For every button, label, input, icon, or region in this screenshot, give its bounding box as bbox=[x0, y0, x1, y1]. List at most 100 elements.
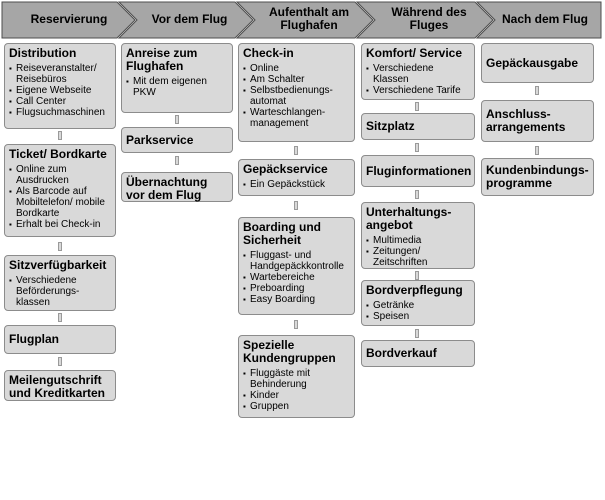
connector bbox=[175, 115, 179, 124]
list-item: Call Center bbox=[9, 96, 111, 107]
card-fluginformationen: Fluginformationen bbox=[361, 155, 475, 187]
phase-chevron-vor-dem-flug bbox=[117, 1, 254, 39]
phase-chevron-nach-dem-flug bbox=[475, 1, 602, 39]
card-title: Sitzverfügbarkeit bbox=[9, 258, 107, 272]
list-item: Verschiedene Tarife bbox=[366, 85, 470, 96]
card-check-in: Check-in Online Am Schalter Selbstbedien… bbox=[238, 43, 355, 142]
card-title: Spezielle Kundengruppen bbox=[243, 338, 336, 365]
card-sitzplatz: Sitzplatz bbox=[361, 113, 475, 140]
connector bbox=[175, 156, 179, 165]
list-item: Getränke bbox=[366, 300, 470, 311]
card-list: Ein Gepäckstück bbox=[243, 179, 350, 190]
card-title: Distribution bbox=[9, 46, 77, 60]
card-meilengutschrift: Meilengutschrift und Kreditkarten bbox=[4, 370, 116, 401]
card-parkservice: Parkservice bbox=[121, 127, 233, 153]
phase-label-reservierung: Reservierung bbox=[30, 11, 108, 26]
card-ticket-bordkarte: Ticket/ Bordkarte Online zum Ausdrucken … bbox=[4, 144, 116, 237]
card-spezielle-kundengruppen: Spezielle Kundengruppen Fluggäste mit Be… bbox=[238, 335, 355, 418]
list-item: Als Barcode auf Mobiltelefon/ mobile Bor… bbox=[9, 186, 111, 219]
card-gepaeckservice: Gepäckservice Ein Gepäckstück bbox=[238, 159, 355, 196]
card-title: Parkservice bbox=[126, 132, 194, 147]
connector bbox=[58, 131, 62, 140]
connector bbox=[415, 329, 419, 338]
card-anreise: Anreise zum Flughafen Mit dem eigenen PK… bbox=[121, 43, 233, 113]
list-item: Verschiedene Klassen bbox=[366, 63, 470, 85]
card-boarding-sicherheit: Boarding und Sicherheit Fluggast- und Ha… bbox=[238, 217, 355, 315]
connector bbox=[415, 271, 419, 280]
list-item: Online bbox=[243, 63, 350, 74]
list-item: Fluggäste mit Behinderung bbox=[243, 368, 350, 390]
connector bbox=[58, 313, 62, 322]
card-list: Multimedia Zeitungen/ Zeitschriften bbox=[366, 235, 470, 268]
card-list: Mit dem eigenen PKW bbox=[126, 76, 228, 98]
card-title: Kundenbindungs-programme bbox=[486, 163, 589, 190]
card-list: Getränke Speisen bbox=[366, 300, 470, 322]
card-unterhaltungsangebot: Unterhaltungs-angebot Multimedia Zeitung… bbox=[361, 202, 475, 269]
card-title: Anschluss-arrangements bbox=[486, 107, 566, 134]
connector bbox=[58, 242, 62, 251]
list-item: Erhalt bei Check-in bbox=[9, 219, 111, 230]
phase-chevron-waehrend bbox=[355, 1, 494, 39]
list-item: Easy Boarding bbox=[243, 294, 350, 305]
card-title: Bordverkauf bbox=[366, 346, 437, 360]
card-list: Online Am Schalter Selbstbedienungs-auto… bbox=[243, 63, 350, 129]
list-item: Zeitungen/ Zeitschriften bbox=[366, 246, 470, 268]
list-item: Kinder bbox=[243, 390, 350, 401]
card-title: Flugplan bbox=[9, 332, 59, 346]
card-title: Ticket/ Bordkarte bbox=[9, 147, 107, 161]
card-title: Meilengutschrift und Kreditkarten bbox=[9, 373, 106, 400]
card-title: Anreise zum Flughafen bbox=[126, 46, 198, 73]
connector bbox=[294, 146, 298, 155]
card-flugplan: Flugplan bbox=[4, 325, 116, 354]
connector bbox=[415, 102, 419, 111]
phase-chevrons bbox=[1, 1, 602, 39]
card-list: Fluggast- und Handgepäckkontrolle Warteb… bbox=[243, 250, 350, 305]
card-list: Verschiedene Beförderungs-klassen bbox=[9, 275, 111, 308]
phase-label-nach-dem-flug: Nach dem Flug bbox=[501, 11, 588, 26]
card-title: Gepäckservice bbox=[243, 162, 328, 176]
card-sitzverfuegbarkeit: Sitzverfügbarkeit Verschiedene Beförderu… bbox=[4, 255, 116, 311]
card-bordverpflegung: Bordverpflegung Getränke Speisen bbox=[361, 280, 475, 326]
list-item: Reiseveranstalter/ Reisebüros bbox=[9, 63, 111, 85]
connector bbox=[58, 357, 62, 366]
connector bbox=[294, 201, 298, 210]
list-item: Gruppen bbox=[243, 401, 350, 412]
list-item: Am Schalter bbox=[243, 74, 350, 85]
card-bordverkauf: Bordverkauf bbox=[361, 340, 475, 367]
list-item: Wartebereiche bbox=[243, 272, 350, 283]
list-item: Mit dem eigenen PKW bbox=[126, 76, 228, 98]
connector bbox=[415, 143, 419, 152]
list-item: Preboarding bbox=[243, 283, 350, 294]
connector bbox=[535, 146, 539, 155]
connector bbox=[294, 320, 298, 329]
phase-label-waehrend: Während des Fluges bbox=[391, 5, 467, 32]
list-item: Warteschlangen-management bbox=[243, 107, 350, 129]
card-title: Übernachtung vor dem Flug bbox=[126, 175, 208, 202]
connector bbox=[415, 190, 419, 199]
list-item: Verschiedene Beförderungs-klassen bbox=[9, 275, 111, 308]
list-item: Eigene Webseite bbox=[9, 85, 111, 96]
list-item: Selbstbedienungs-automat bbox=[243, 85, 350, 107]
card-kundenbindungsprogramme: Kundenbindungs-programme bbox=[481, 158, 594, 196]
card-komfort-service: Komfort/ Service Verschiedene Klassen Ve… bbox=[361, 43, 475, 100]
phase-chevron-aufenthalt bbox=[235, 1, 374, 39]
card-title: Sitzplatz bbox=[366, 119, 415, 133]
card-list: Fluggäste mit Behinderung Kinder Gruppen bbox=[243, 368, 350, 412]
card-list: Online zum Ausdrucken Als Barcode auf Mo… bbox=[9, 164, 111, 230]
list-item: Fluggast- und Handgepäckkontrolle bbox=[243, 250, 350, 272]
card-title: Unterhaltungs-angebot bbox=[366, 205, 452, 232]
list-item: Flugsuchmaschinen bbox=[9, 107, 111, 118]
list-item: Speisen bbox=[366, 311, 470, 322]
card-distribution: Distribution Reiseveranstalter/ Reisebür… bbox=[4, 43, 116, 129]
card-uebernachtung: Übernachtung vor dem Flug bbox=[121, 172, 233, 202]
connector bbox=[535, 86, 539, 95]
phase-chevron-reservierung bbox=[1, 1, 136, 39]
phase-label-aufenthalt: Aufenthalt am Flughafen bbox=[268, 5, 349, 32]
list-item: Multimedia bbox=[366, 235, 470, 246]
card-list: Verschiedene Klassen Verschiedene Tarife bbox=[366, 63, 470, 96]
card-title: Gepäckausgabe bbox=[486, 55, 579, 70]
card-title: Fluginformationen bbox=[366, 163, 472, 178]
card-anschlussarrangements: Anschluss-arrangements bbox=[481, 100, 594, 142]
list-item: Ein Gepäckstück bbox=[243, 179, 350, 190]
list-item: Online zum Ausdrucken bbox=[9, 164, 111, 186]
